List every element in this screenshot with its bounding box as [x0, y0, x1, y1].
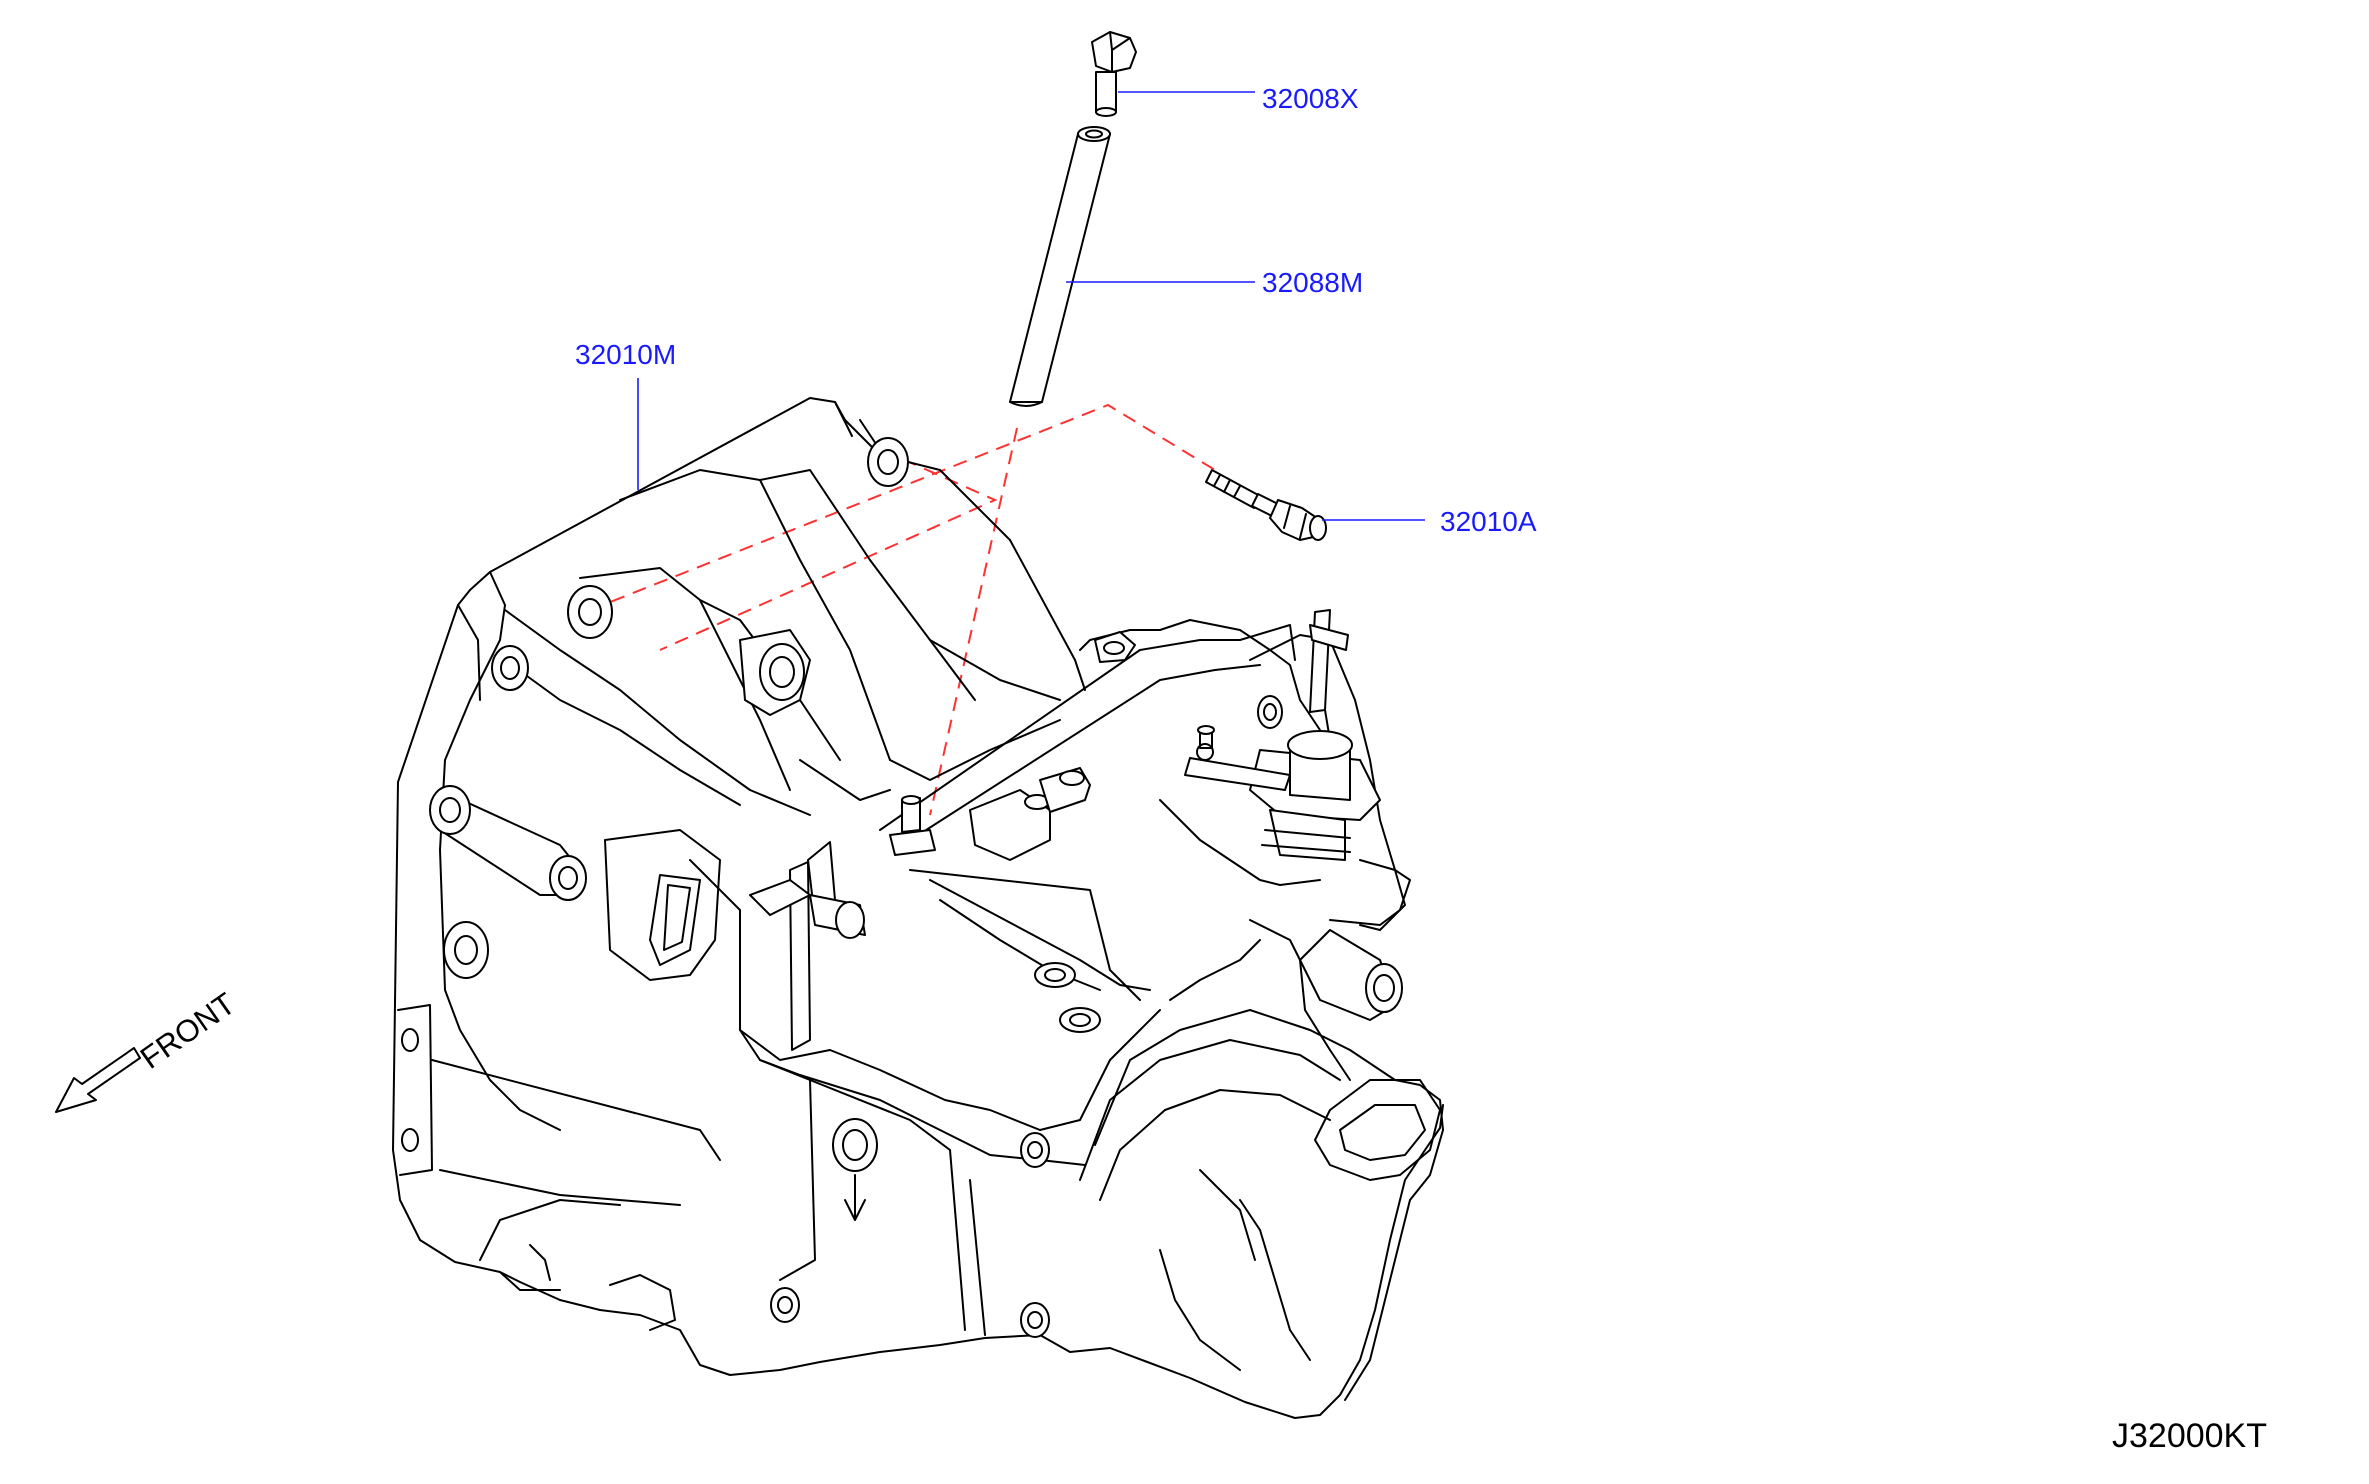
bolt-boss: [443, 921, 489, 979]
label-32008X[interactable]: 32008X: [1262, 83, 1359, 114]
front-arrow-icon: [55, 1047, 141, 1113]
end-cover: [1079, 1009, 1444, 1401]
selector-housing: [1184, 725, 1381, 861]
label-32010M[interactable]: 32010M: [575, 339, 676, 370]
cover-bolt: [1020, 1302, 1050, 1338]
side-mount-stub: [1299, 929, 1403, 1021]
breather-hose-part: [1009, 126, 1111, 407]
front-label: FRONT: [134, 986, 242, 1076]
installation-guide-lines: [589, 403, 1216, 816]
transaxle-assembly-part: [392, 397, 1444, 1419]
shift-lever: [749, 841, 866, 1051]
bolt-boss: [491, 645, 529, 691]
mounting-bolt-part: [1205, 469, 1327, 541]
breather-cap-part: [1091, 31, 1137, 117]
bolt-boss: [867, 437, 909, 487]
case-boss: [832, 1118, 878, 1172]
bolt-boss: [567, 585, 613, 639]
cover-bolt: [1020, 1132, 1050, 1168]
post-boss: [739, 629, 811, 716]
front-direction-indicator: FRONT: [55, 986, 242, 1113]
case-bolt: [770, 1287, 800, 1323]
label-32088M[interactable]: 32088M: [1262, 267, 1363, 298]
label-32010A[interactable]: 32010A: [1440, 506, 1537, 537]
diagram-code: J32000KT: [2112, 1417, 2267, 1455]
case-pocket: [604, 829, 721, 981]
breather-nipple: [889, 795, 936, 856]
bolt-boss: [429, 785, 587, 901]
